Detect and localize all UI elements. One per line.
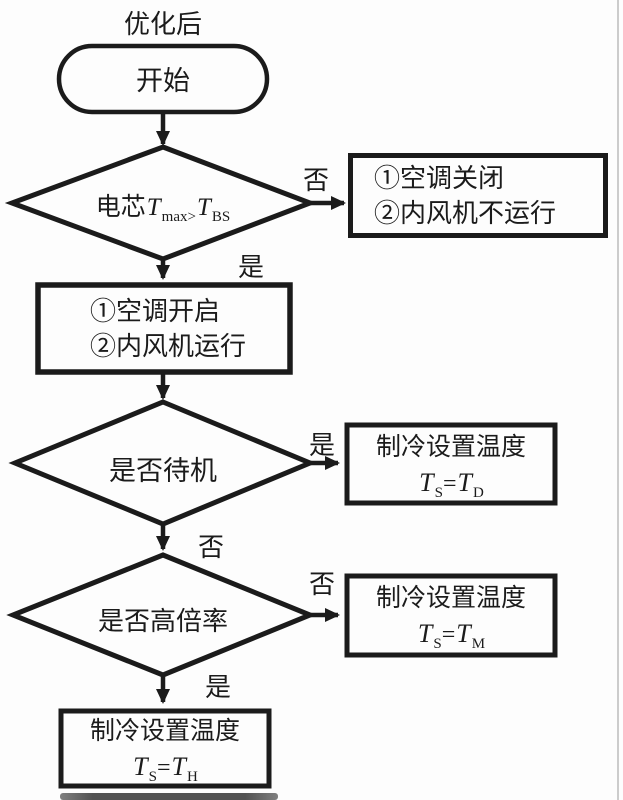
temp-h-var1: T	[133, 751, 148, 781]
ac-on-line-2: ②内风机运行	[90, 331, 247, 361]
decision1-var2: T	[196, 194, 211, 221]
ac-on-box-label: ①空调开启 ②内风机运行	[38, 285, 290, 372]
edge-label-decision1-yes: 是	[238, 253, 265, 282]
temp-m-equals: =	[441, 622, 456, 649]
decision1-sub1: max>	[161, 209, 196, 225]
ac-on-box-shape	[35, 282, 293, 375]
temp-d-sub1: S	[434, 484, 443, 501]
decision1-label: 电芯Tmax>TBS	[40, 187, 286, 226]
start-oval-shape	[56, 43, 270, 115]
temp-h-formula: TS=TH	[132, 752, 198, 786]
scan-shadow-bar	[60, 793, 278, 800]
decision3-label: 是否高倍率	[97, 607, 228, 636]
temp-h-sub1: S	[148, 768, 157, 785]
temp-h-box-shape	[58, 708, 272, 789]
edge-label-decision3-yes: 是	[205, 673, 232, 702]
decision2-label: 是否待机	[109, 456, 217, 486]
temp-h-title: 制冷设置温度	[89, 717, 240, 745]
ac-off-line-1: ①空调关闭	[374, 163, 505, 193]
temp-h-box-label: 制冷设置温度 TS=TH	[58, 708, 272, 788]
page-edge-line	[617, 0, 619, 800]
ac-off-line-2: ②内风机不运行	[374, 198, 557, 228]
temp-h-var2: T	[171, 751, 186, 781]
start-node-label: 开始	[136, 65, 190, 96]
edge-label-decision1-no: 否	[303, 166, 330, 195]
temp-h-equals: =	[156, 754, 171, 781]
temp-d-formula: TS=TD	[418, 468, 484, 502]
temp-m-box-shape	[344, 573, 558, 658]
decision1-var1: T	[146, 194, 161, 221]
temp-m-sub1: S	[433, 635, 442, 652]
decision1-sub2: BS	[211, 209, 231, 225]
temp-m-title: 制冷设置温度	[375, 585, 526, 613]
temp-d-var2: T	[457, 467, 472, 497]
temp-d-sub2: D	[472, 484, 484, 501]
temp-d-box-label: 制冷设置温度 TS=TD	[344, 425, 558, 503]
temp-m-box-label: 制冷设置温度 TS=TM	[344, 576, 558, 655]
edge-label-decision2-no: 否	[198, 533, 225, 562]
decision2-diamond-shape	[8, 399, 317, 527]
decision1-diamond-shape	[4, 144, 318, 262]
temp-h-sub2: H	[186, 768, 198, 785]
temp-m-var2: T	[456, 619, 471, 649]
ac-off-box-shape	[348, 153, 608, 238]
decision3-diamond-shape	[6, 552, 317, 678]
decision1-prefix: 电芯	[95, 194, 146, 221]
diagram-title: 优化后	[123, 10, 202, 39]
temp-m-sub2: M	[471, 635, 486, 652]
temp-m-var1: T	[417, 619, 433, 649]
ac-off-box-label: ①空调关闭 ②内风机不运行	[350, 155, 606, 236]
ac-on-line-1: ①空调开启	[90, 296, 221, 326]
temp-d-var1: T	[419, 467, 434, 497]
temp-d-title: 制冷设置温度	[375, 433, 526, 461]
temp-m-formula: TS=TM	[417, 619, 485, 653]
temp-d-box-shape	[344, 422, 558, 506]
edge-label-decision3-no: 否	[309, 570, 336, 599]
temp-d-equals: =	[442, 470, 457, 497]
edge-label-decision2-yes: 是	[309, 431, 336, 460]
